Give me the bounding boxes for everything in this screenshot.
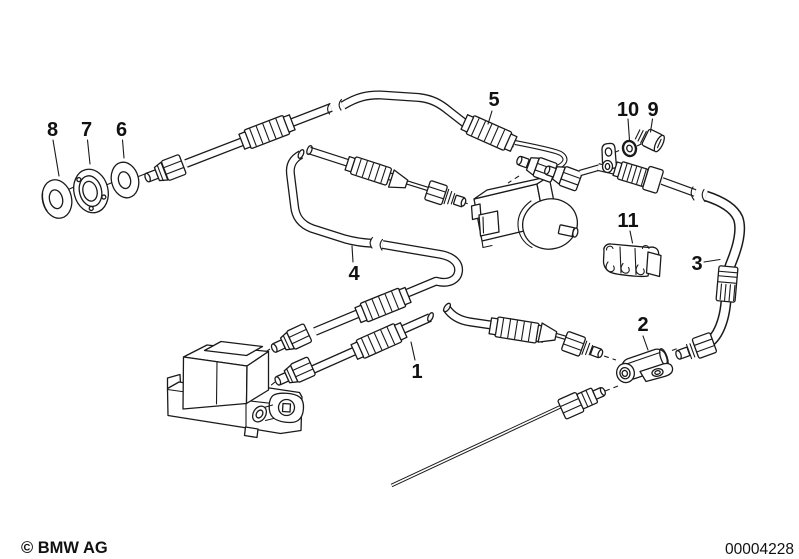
washer-8 (41, 179, 73, 219)
union-fitting-pipe1 (274, 356, 316, 386)
washer-6 (110, 161, 140, 199)
union-fitting-pipe4 (270, 323, 313, 353)
hydro-unit (166, 340, 305, 439)
t-connector-2 (615, 348, 674, 384)
callout-10: 10 (617, 99, 639, 121)
taper-fitting (537, 322, 558, 343)
union-fitting-pipe1-end (561, 331, 604, 359)
callout-7-leader (86, 139, 91, 165)
fuel-pipe-4 (285, 149, 464, 336)
sleeve (350, 322, 408, 360)
union-fitting-pipe5-left (144, 154, 187, 183)
hose-3-end-fitting (675, 332, 718, 360)
sleeve (488, 316, 546, 344)
callout-1: 1 (411, 361, 422, 383)
callout-11: 11 (617, 210, 638, 232)
sleeve (354, 286, 412, 324)
callout-2: 2 (637, 314, 648, 336)
callout-8: 8 (47, 119, 58, 141)
callout-5: 5 (488, 89, 499, 111)
callout-11-leader (629, 230, 634, 244)
cable-end-fitting (557, 387, 606, 420)
bracket (601, 142, 618, 174)
taper-fitting (387, 169, 409, 189)
sleeve (238, 114, 296, 150)
washer-10 (621, 139, 638, 158)
callout-3-leader (703, 258, 721, 263)
grommet-7 (73, 168, 109, 214)
callout-4: 4 (348, 263, 360, 285)
valve-assembly (470, 175, 579, 250)
callout-6: 6 (116, 119, 127, 141)
sleeve (344, 155, 392, 186)
callout-1-leader (410, 341, 416, 361)
screw-9 (634, 128, 665, 153)
copyright: © BMW AG (21, 539, 108, 557)
callout-4-leader (351, 245, 354, 263)
pipe3-before-break (660, 177, 706, 203)
callout-9: 9 (647, 99, 658, 121)
hose-3-connector (715, 265, 739, 303)
clip-11 (602, 243, 662, 278)
cable (390, 404, 563, 488)
fuel-pipe-5-right (338, 90, 568, 172)
union-fitting-valve-feed (424, 180, 467, 208)
callout-8-leader (52, 139, 60, 177)
callout-9-leader (649, 118, 654, 133)
callout-10-leader (627, 118, 631, 141)
callout-7: 7 (81, 119, 92, 141)
callout-3: 3 (691, 253, 702, 275)
sleeve (460, 114, 518, 152)
sleeve (612, 161, 664, 194)
callout-2-leader (642, 335, 649, 351)
callouts: 8 7 6 5 10 9 11 3 2 1 4 (47, 89, 721, 383)
callout-6-leader (121, 139, 125, 159)
pipe3-stub-fitting (544, 165, 583, 192)
callout-5-leader (487, 110, 493, 125)
drawing-number: 00004228 (725, 541, 794, 558)
